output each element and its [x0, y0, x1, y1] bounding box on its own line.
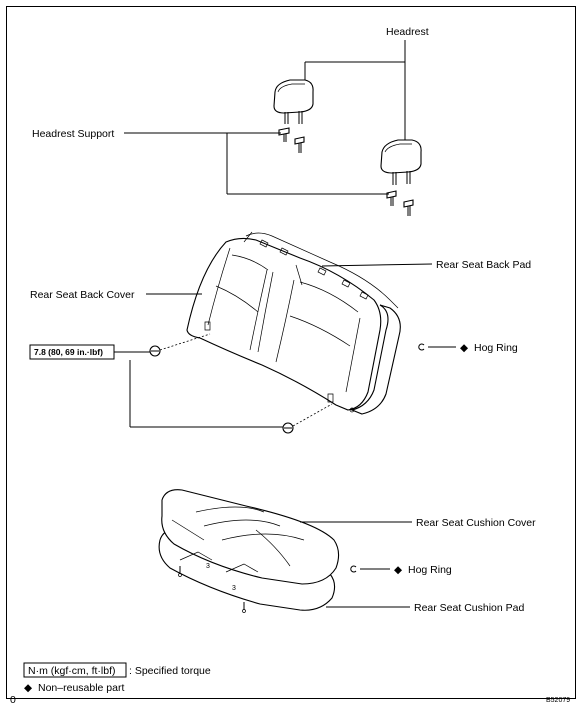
headrest-left [273, 79, 314, 124]
legend-torque-box [23, 662, 127, 678]
headrest-leader [304, 40, 406, 140]
bolt-upper [149, 345, 161, 357]
headrest-support-pins [278, 127, 414, 216]
figure-id: B52079 [546, 697, 570, 704]
diamond-icon: ◆ [460, 342, 469, 354]
headrest-support-leader [124, 132, 389, 195]
torque-box [29, 344, 115, 360]
diamond-icon: ◆ [394, 564, 403, 576]
rear-seat-cushion: 3 3 [158, 489, 340, 613]
label-rear-seat-back-pad: Rear Seat Back Pad [436, 259, 531, 271]
hog-ring-1 [418, 343, 456, 351]
label-headrest-support: Headrest Support [32, 128, 114, 140]
label-rear-seat-cushion-cover: Rear Seat Cushion Cover [416, 517, 536, 529]
label-hog-ring-1: Hog Ring [474, 342, 518, 354]
svg-text:3: 3 [206, 563, 210, 570]
svg-text:3: 3 [232, 585, 236, 592]
bolt-upper-dash [159, 333, 211, 351]
diagram-frame [6, 6, 576, 699]
rear-seat-back [186, 231, 401, 415]
back-pad-leader [321, 263, 433, 267]
hog-ring-2 [350, 565, 390, 573]
diamond-icon: ◆ [24, 682, 33, 694]
legend-nonreusable: Non–reusable part [38, 682, 124, 694]
label-torque-spec: 7.8 (80, 69 in.·lbf) [34, 347, 103, 357]
label-hog-ring-2: Hog Ring [408, 564, 452, 576]
label-headrest: Headrest [386, 26, 429, 38]
headrest-right [380, 139, 422, 185]
bolt-lower [282, 422, 294, 434]
label-rear-seat-back-cover: Rear Seat Back Cover [30, 289, 135, 301]
bolt-lower-dash [292, 403, 333, 427]
legend-torque-unit: N·m (kgf·cm, ft·lbf) [28, 665, 116, 677]
torque-leader [114, 351, 283, 428]
label-rear-seat-cushion-pad: Rear Seat Cushion Pad [414, 602, 524, 614]
legend-torque-desc: : Specified torque [129, 665, 211, 677]
footer-left-mark: 0 [10, 694, 16, 706]
